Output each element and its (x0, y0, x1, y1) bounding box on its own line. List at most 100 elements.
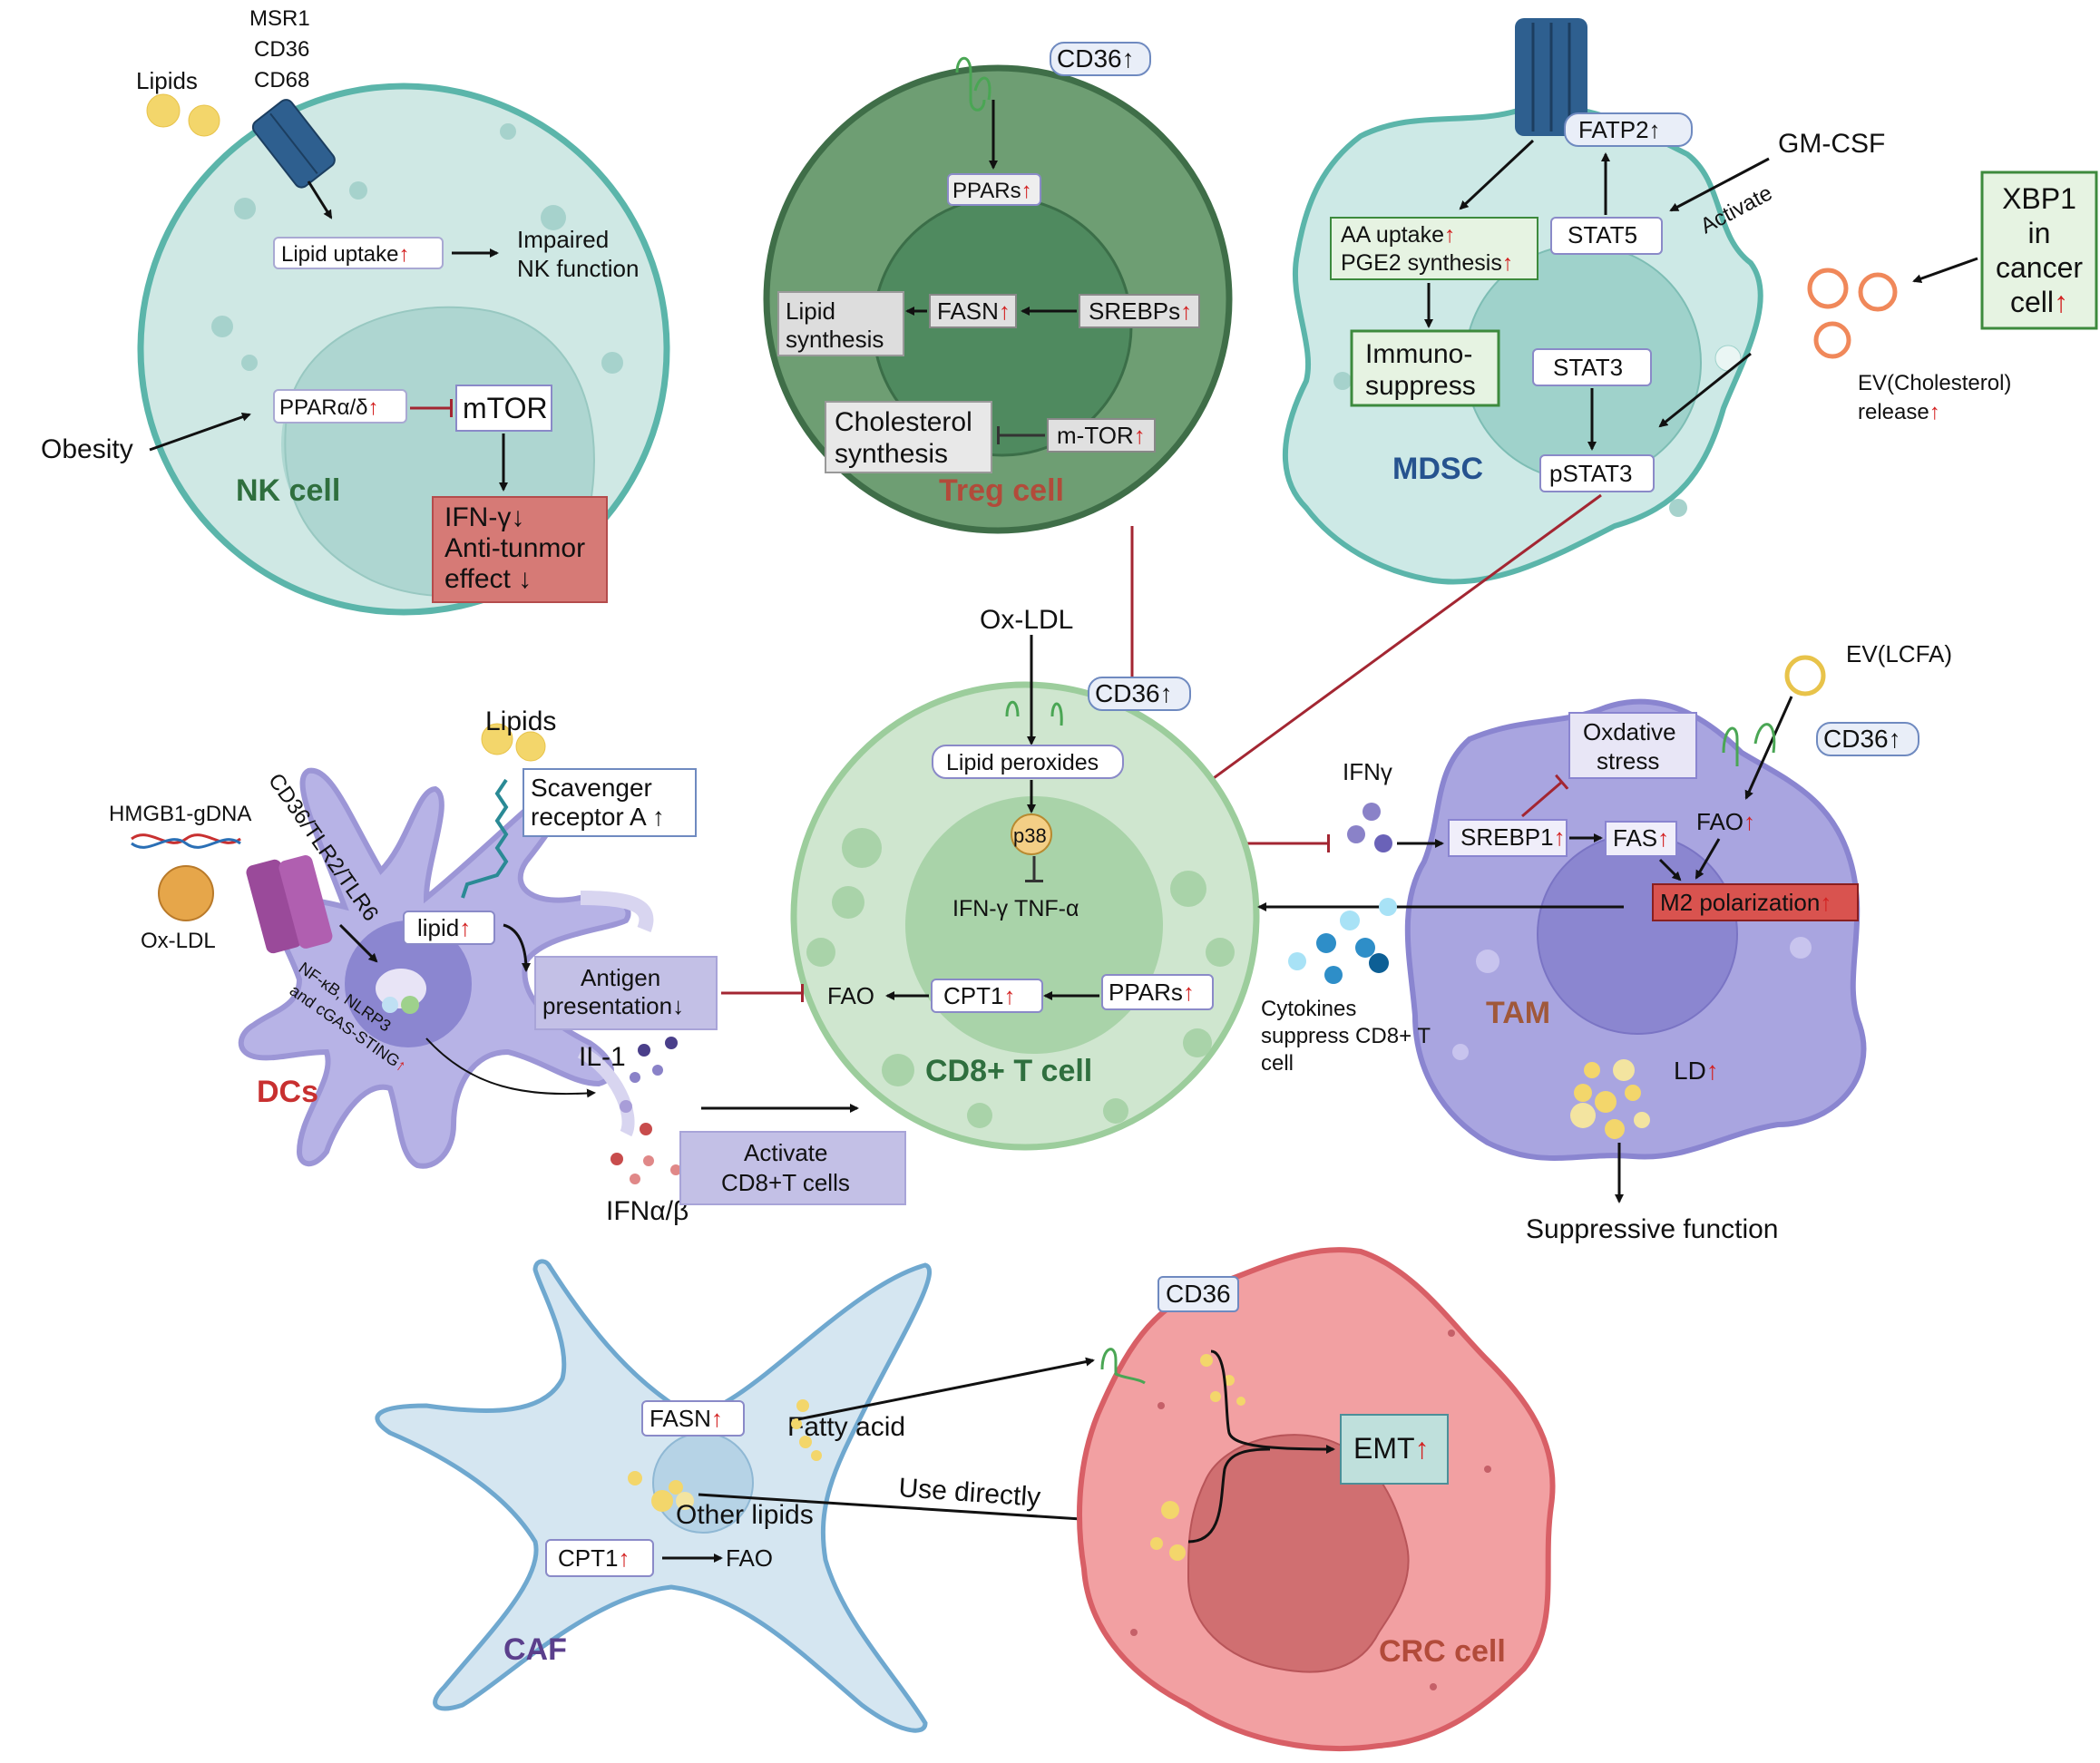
cd8-cpt1-label: CPT1↑ (943, 982, 1015, 1009)
treg-cd36-badge (1050, 42, 1151, 76)
cytokines-label: cell (1261, 1051, 1294, 1076)
dc-lipids-label: Lipids (485, 706, 556, 736)
cytokine-dot (1324, 966, 1343, 984)
stat5-box (1550, 217, 1663, 255)
treg-cell-label: Treg cell (939, 473, 1064, 508)
arrow (698, 1493, 1154, 1528)
caf-cpt1-label: CPT1↑ (558, 1544, 630, 1572)
oxidative-label: stress (1597, 747, 1659, 774)
crc-granule (1130, 1629, 1138, 1636)
pstat3-box (1539, 454, 1655, 492)
immunosuppress-box (1350, 329, 1500, 407)
crc-cell: CD36 EMT↑ CRC cell (1077, 1247, 1556, 1751)
organelle-icon (382, 997, 398, 1013)
lipid-synthesis-label: Lipid (786, 297, 835, 325)
lipid-droplet (1150, 1537, 1163, 1550)
srebps-label: SREBPs↑ (1089, 297, 1192, 325)
mdsc-granule (1714, 345, 1742, 372)
xbp1-label: cell↑ (2010, 286, 2068, 318)
dc-cell: Lipids Scavenger receptor A ↑ CD36/TLR2/… (109, 706, 906, 1226)
other-lipids-label: Other lipids (676, 1500, 814, 1530)
suppressive-label: Suppressive function (1526, 1214, 1779, 1244)
caf-fao-label: FAO (726, 1544, 773, 1572)
cytokines-label: suppress CD8+ T (1261, 1024, 1431, 1048)
dc-cell-label: DCs (257, 1075, 318, 1109)
antigen-label: Antigen (581, 964, 660, 991)
treg-cell: CD36↑ PPARs↑ SREBPs↑ FASN↑ Lipid synthes… (763, 42, 1233, 534)
scavenger-receptor-icon (461, 778, 509, 899)
arrow (797, 1357, 1095, 1421)
tam-nucleus (1537, 833, 1738, 1035)
impaired-label: NK function (517, 255, 639, 282)
caf-cpt1-box (545, 1539, 654, 1577)
nk-granule (241, 355, 258, 371)
crc-cd36-box (1157, 1276, 1239, 1312)
m2-label: M2 polarization↑ (1660, 889, 1831, 916)
ppar-label: PPARα/δ↑ (279, 395, 378, 420)
lipid-droplet (515, 731, 546, 762)
anti-tumor-label: Anti-tunmor (444, 533, 585, 563)
cholesterol-box (825, 401, 992, 473)
caf-cell-label: CAF (503, 1632, 567, 1667)
lipid-droplet (1224, 1375, 1235, 1386)
ppars-box (947, 173, 1041, 206)
cd36-receptor-icon (955, 56, 991, 112)
ev-vesicle-icon (1858, 272, 1898, 312)
nk-granule (234, 198, 256, 219)
fas-label: FAS↑ (1613, 824, 1669, 852)
cytokine-dot (1288, 952, 1306, 970)
xbp1-label: in (2028, 217, 2051, 249)
ev-lcfa-label: EV(LCFA) (1846, 640, 1952, 667)
mdsc-to-cd8-inhibit-line (1177, 493, 1602, 808)
cytokine-dot (1369, 953, 1389, 973)
cd8-fao-label: FAO (827, 982, 874, 1009)
pge2-label: PGE2 synthesis↑ (1341, 250, 1513, 276)
lipid-droplet (1574, 1084, 1592, 1102)
caf-fasn-box (641, 1400, 745, 1437)
ifn-tnf-label: IFN-γ TNF-α (952, 896, 1079, 921)
stat3-box (1532, 348, 1652, 386)
lipid-droplet (1634, 1112, 1650, 1128)
ifng-label: IFNγ (1343, 758, 1392, 785)
xbp1-label: cancer (1996, 251, 2083, 284)
nk-granule (211, 316, 233, 337)
arrow (1744, 696, 1793, 800)
mdsc-granule (1669, 499, 1687, 517)
crc-granule (1430, 1683, 1437, 1690)
immuno-label: Immuno- (1365, 339, 1472, 369)
cd8-cpt1-box (931, 979, 1043, 1013)
activate-label: CD8+T cells (721, 1169, 850, 1196)
stat5-label: STAT5 (1568, 221, 1637, 248)
xbp1-label: XBP1 (2002, 182, 2076, 215)
lipid-droplet (676, 1492, 694, 1510)
nk-receptor-label: MSR1 (249, 6, 310, 31)
cytokine-dot (1340, 911, 1360, 930)
lipid-droplet (1210, 1391, 1221, 1402)
tam-cell: EV(LCFA) CD36↑ Oxdative stress IFNγ SREB… (1257, 640, 1952, 1244)
fatp2-badge (1564, 112, 1693, 147)
lipid-peroxides-label: Lipid peroxides (946, 750, 1099, 775)
inhibit-line (1521, 774, 1569, 818)
hmgb1-label: HMGB1-gDNA (109, 802, 251, 826)
lipid-droplet (1200, 1354, 1213, 1367)
immuno-label: suppress (1365, 371, 1476, 401)
arrow (503, 923, 531, 972)
lipid-droplet (146, 93, 181, 128)
fasn-box (929, 294, 1017, 328)
cd8-granule (1103, 1098, 1128, 1124)
cd8-granule (967, 1103, 992, 1128)
lipid-droplet (188, 104, 220, 137)
oxidative-label: Oxdative (1583, 718, 1676, 745)
nk-receptor-label: CD36 (254, 37, 309, 62)
activate-cd8-box (679, 1131, 906, 1205)
treg-ppars-label: PPARs↑ (952, 179, 1032, 203)
mdsc-cell: FATP2↑ AA uptake↑ PGE2 synthesis↑ Immuno… (1283, 18, 2098, 585)
ppar-box (273, 389, 407, 424)
lipid-droplet (1161, 1501, 1179, 1519)
cd8-cd36-badge (1088, 677, 1191, 711)
impaired-label: Impaired (517, 226, 609, 253)
dc-lipid-box (403, 911, 495, 945)
cytokine-dot (670, 1164, 681, 1175)
antigen-label: presentation↓ (542, 992, 684, 1019)
lipid-droplet (791, 1418, 802, 1429)
